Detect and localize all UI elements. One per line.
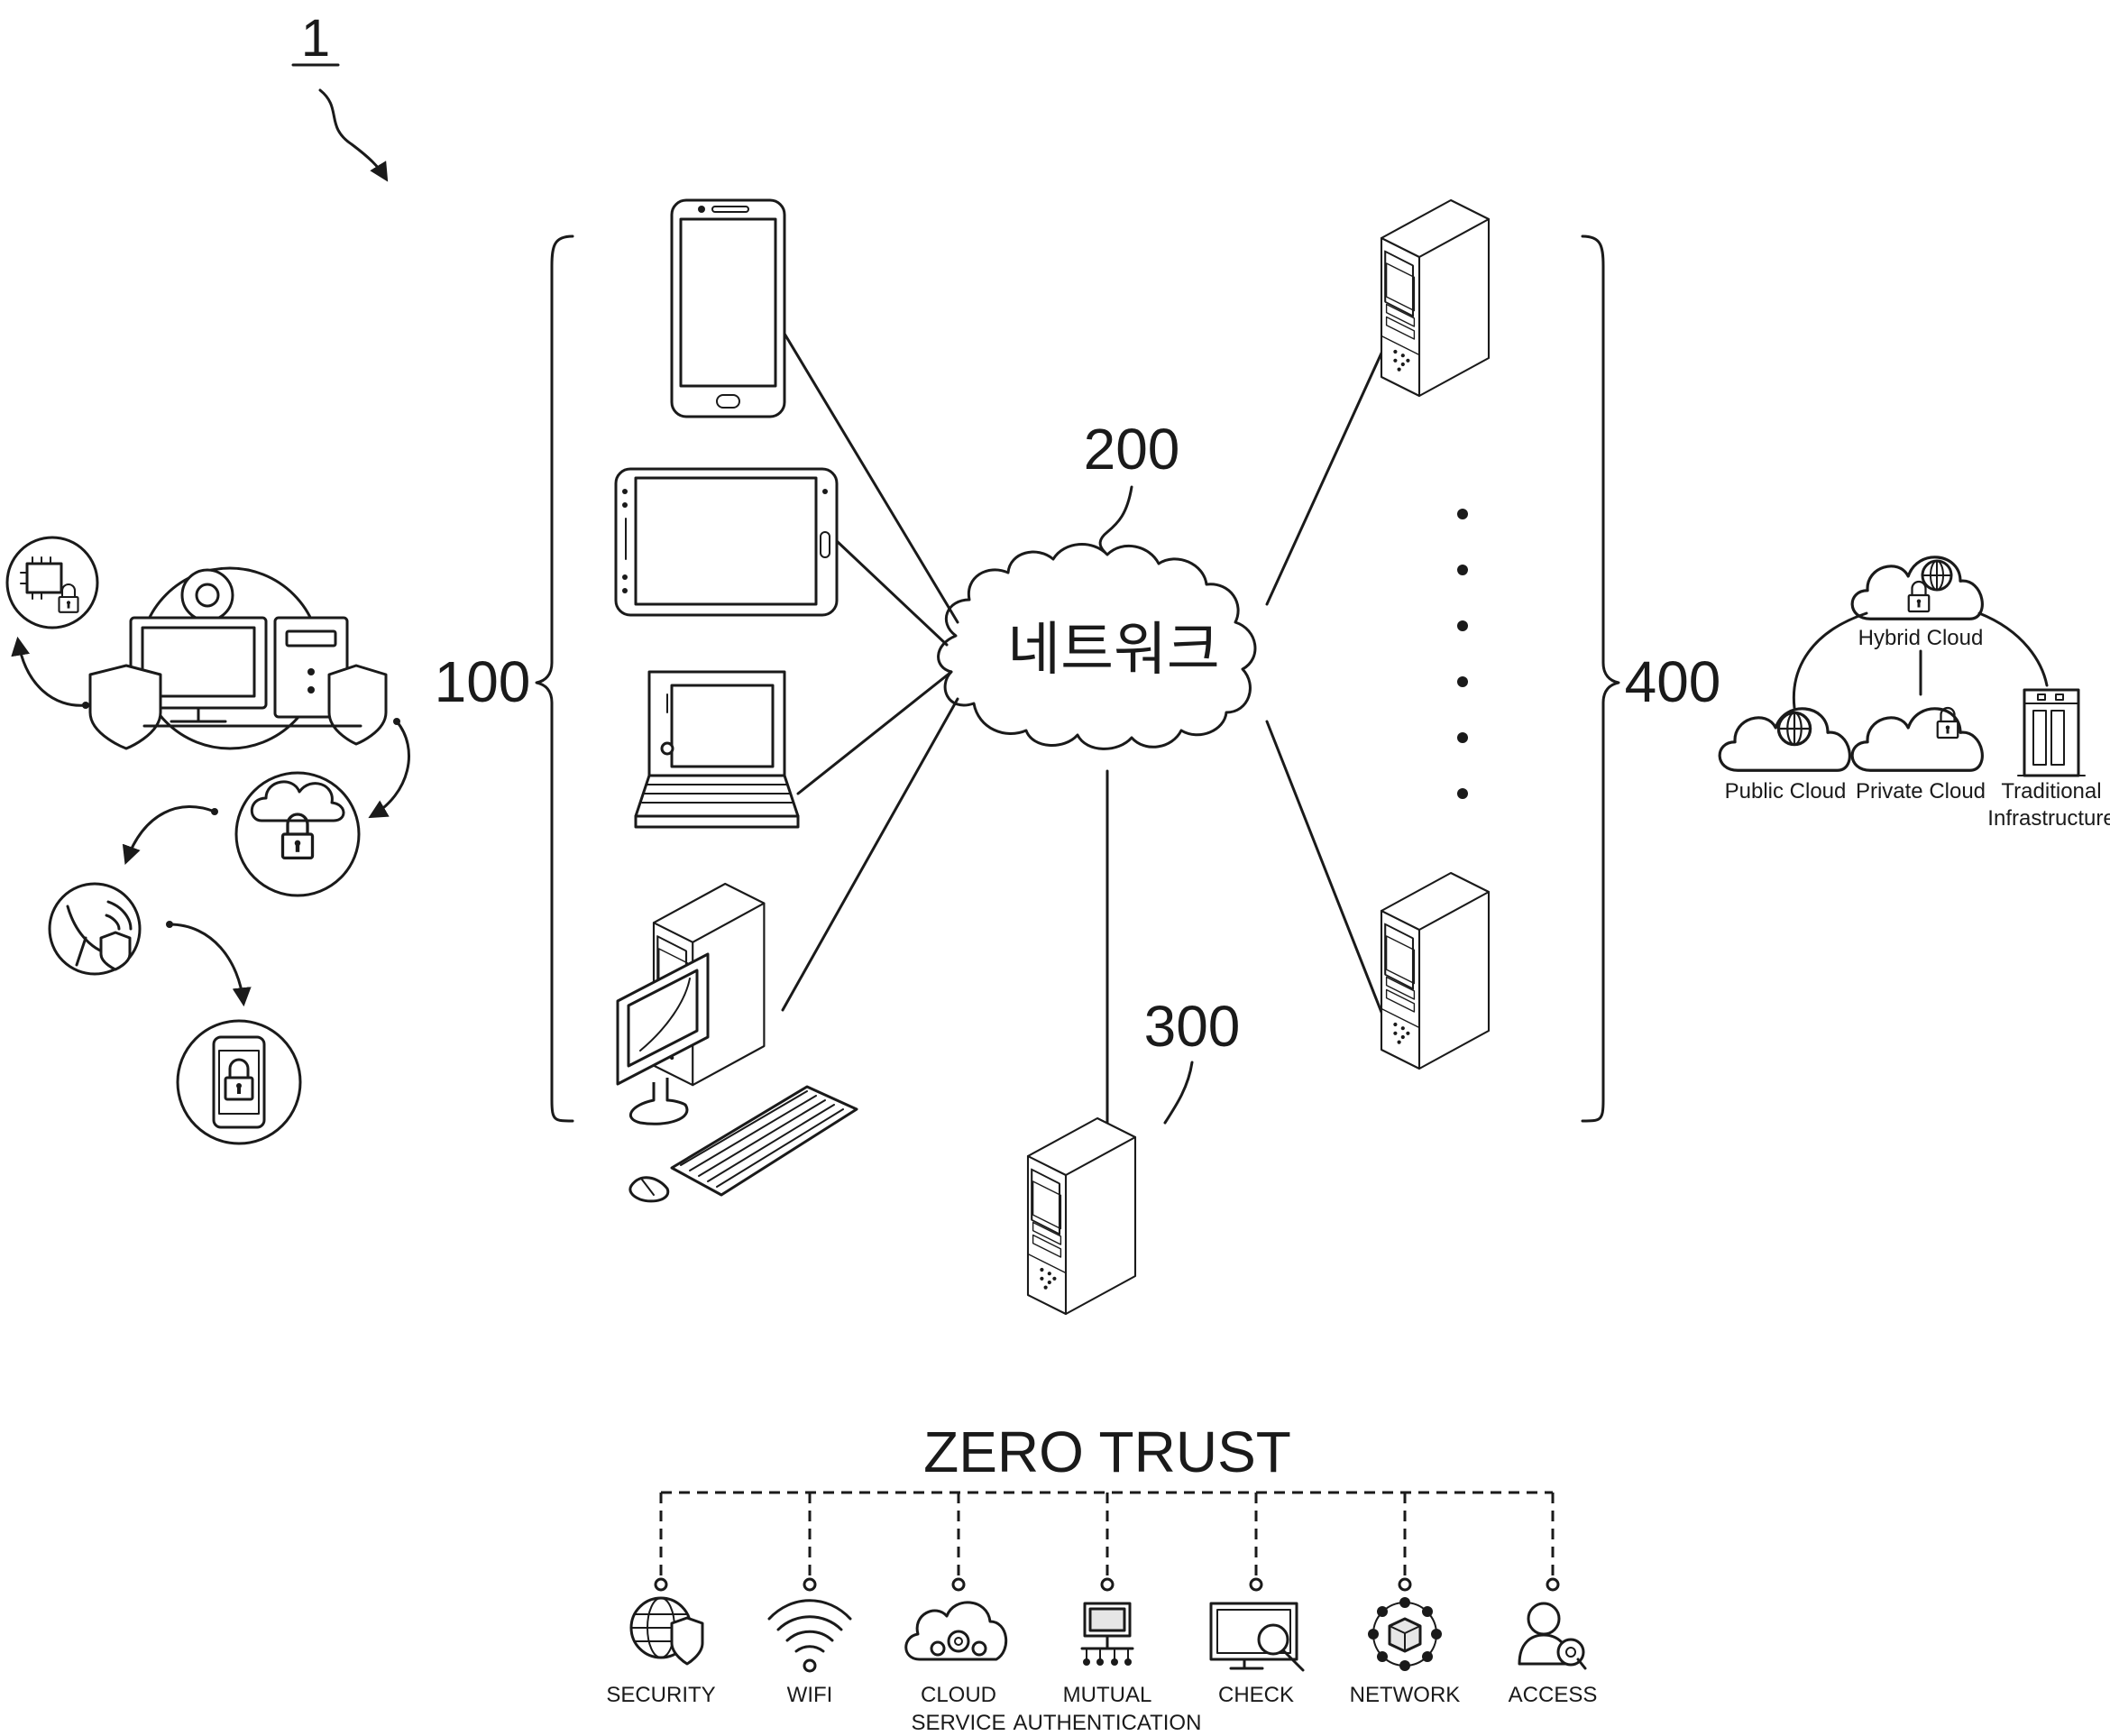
svg-text:ACCESS: ACCESS [1509, 1683, 1598, 1707]
terminal-group-ref: 100 [435, 649, 531, 714]
monitor-network-icon [1080, 1602, 1134, 1666]
desktop-computer-icon [88, 566, 388, 750]
cloud-gear-icon [904, 1601, 1008, 1661]
zero-trust-item-mutual-authentication: MUTUAL AUTHENTICATION [1014, 1493, 1202, 1735]
hybrid-cloud-label: Hybrid Cloud [1858, 626, 1984, 650]
cube-network-icon [1368, 1597, 1442, 1671]
figure-ref-1: 1 [291, 9, 389, 182]
svg-text:CLOUD: CLOUD [921, 1683, 996, 1707]
svg-text:1: 1 [301, 9, 330, 68]
tablet-icon [614, 467, 839, 617]
private-cloud-label: Private Cloud [1856, 779, 1986, 804]
server-group-ref: 400 [1625, 649, 1721, 714]
zero-trust-item-cloud-service: CLOUD SERVICE [904, 1493, 1008, 1735]
traditional-label-2: Infrastructure [1987, 806, 2110, 831]
zero-trust-item-access: ACCESS [1509, 1493, 1598, 1707]
laptop-icon [634, 670, 800, 829]
network-cloud: 200 네트워크 [937, 417, 1257, 750]
svg-text:SERVICE: SERVICE [912, 1711, 1006, 1735]
svg-text:AUTHENTICATION: AUTHENTICATION [1014, 1711, 1202, 1735]
user-key-icon [1518, 1602, 1587, 1670]
traditional-infrastructure-icon: Traditional Infrastructure [1987, 688, 2110, 831]
desktop-pc-icon [616, 882, 858, 1203]
zero-trust-section: ZERO TRUST SECURITY [606, 1419, 1597, 1735]
security-illustration [5, 536, 410, 1145]
traditional-label-1: Traditional [2001, 779, 2101, 804]
auth-server: 300 [1026, 994, 1241, 1316]
svg-text:SECURITY: SECURITY [606, 1683, 715, 1707]
svg-text:WIFI: WIFI [787, 1683, 833, 1707]
svg-text:NETWORK: NETWORK [1350, 1683, 1461, 1707]
monitor-magnifier-icon [1209, 1602, 1305, 1672]
zero-trust-title: ZERO TRUST [923, 1419, 1291, 1484]
cloud-panel: Hybrid Cloud Public Cloud Private Cloud … [1718, 556, 2110, 831]
zero-trust-item-security: SECURITY [606, 1493, 716, 1707]
zero-trust-item-wifi: WIFI [767, 1493, 852, 1707]
server-group: 400 [1380, 198, 1721, 1123]
phone-lock-icon [176, 1019, 302, 1145]
network-label: 네트워크 [1007, 617, 1220, 684]
smartphone-icon [670, 198, 786, 418]
wifi-icon [767, 1599, 852, 1673]
svg-text:MUTUAL: MUTUAL [1063, 1683, 1152, 1707]
private-cloud-icon: Private Cloud [1850, 706, 1986, 804]
zero-trust-item-network: NETWORK [1350, 1493, 1461, 1707]
public-cloud-label: Public Cloud [1725, 779, 1847, 804]
terminal-group: 100 [435, 198, 858, 1203]
chip-lock-icon [5, 536, 99, 629]
cloud-lock-icon [234, 771, 361, 897]
satellite-shield-icon [48, 882, 142, 976]
network-ref: 200 [1084, 417, 1180, 482]
network-links [781, 332, 1386, 1138]
globe-shield-icon [629, 1596, 704, 1666]
zero-trust-item-check: CHECK [1209, 1493, 1305, 1707]
public-cloud-icon: Public Cloud [1718, 707, 1851, 804]
hybrid-cloud-icon: Hybrid Cloud [1850, 556, 1984, 650]
svg-text:CHECK: CHECK [1218, 1683, 1294, 1707]
auth-server-ref: 300 [1144, 994, 1241, 1059]
